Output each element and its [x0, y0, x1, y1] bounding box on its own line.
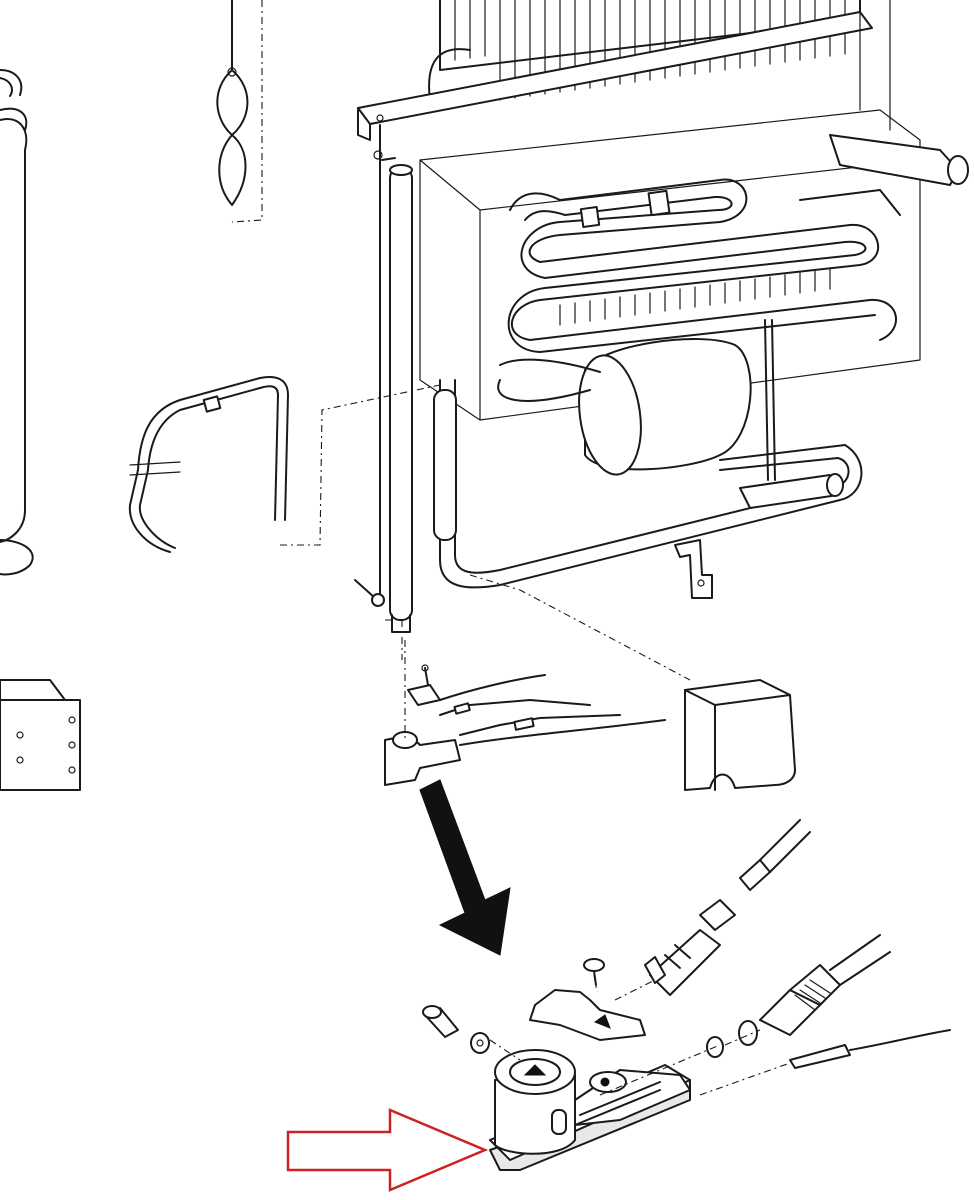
hanging-wire	[216, 0, 263, 223]
top-rail	[357, 11, 873, 141]
right-outlet-pipe	[829, 134, 969, 186]
absorber-vessel	[497, 338, 752, 476]
boiler-tube	[373, 124, 413, 633]
highlight-arrow	[286, 1108, 489, 1192]
left-cylinder	[0, 69, 34, 576]
evaporator-box	[419, 0, 921, 421]
burner-assembly-small	[384, 574, 691, 786]
heat-shield-cover	[684, 679, 796, 791]
control-box	[0, 679, 81, 791]
mounting-bracket	[674, 539, 713, 599]
thermocouple-wire	[128, 376, 441, 553]
detail-pointer-arrow	[419, 779, 511, 956]
coil-tubing	[507, 178, 901, 353]
screw-on-boiler	[354, 579, 403, 660]
lower-pipe	[433, 319, 863, 589]
burner-assembly-detail	[422, 819, 951, 1171]
